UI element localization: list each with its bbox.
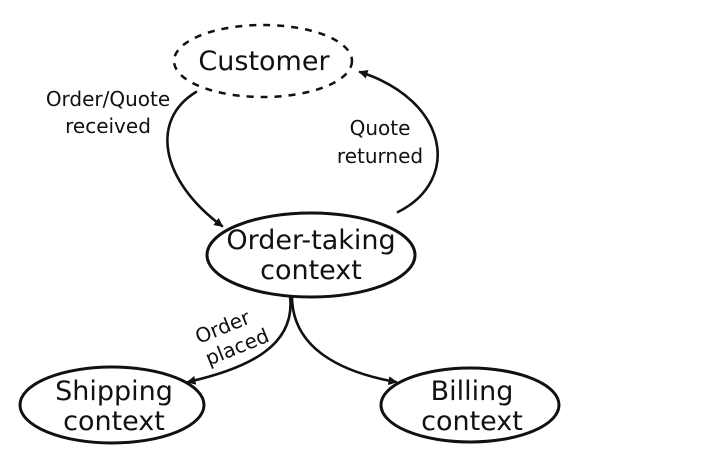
customer-label: Customer xyxy=(198,46,330,77)
edge-order-placed xyxy=(186,294,292,385)
edge-label-order-placed: Order placed xyxy=(192,305,273,371)
quote-returned-label-line1: Quote xyxy=(350,116,411,140)
quote-returned-label-line2: returned xyxy=(337,144,423,168)
order-taking-ellipse xyxy=(205,211,417,299)
shipping-label-line2: context xyxy=(63,406,165,437)
order-quote-label-line1: Order/Quote xyxy=(46,87,170,111)
node-order-taking-context: Order-taking context xyxy=(205,211,417,299)
billing-ellipse xyxy=(379,366,561,444)
edge-order-quote-received xyxy=(166,90,224,228)
customer-ellipse xyxy=(172,23,354,99)
billing-label-line2: context xyxy=(421,406,523,437)
billing-label-line1: Billing xyxy=(431,376,514,407)
node-shipping-context: Shipping context xyxy=(18,365,206,445)
node-billing-context: Billing context xyxy=(379,366,561,444)
edge-label-order-quote-received: Order/Quote received xyxy=(46,87,170,138)
order-taking-label-line1: Order-taking xyxy=(226,225,395,256)
order-taking-label-line2: context xyxy=(260,255,362,286)
edge-label-quote-returned: Quote returned xyxy=(337,116,423,168)
edge-quote-returned xyxy=(358,69,439,214)
shipping-label-line1: Shipping xyxy=(55,376,173,407)
shipping-ellipse xyxy=(18,365,206,445)
edge-to-billing xyxy=(290,294,398,386)
order-quote-label-line2: received xyxy=(65,114,151,138)
node-customer: Customer xyxy=(172,23,354,99)
